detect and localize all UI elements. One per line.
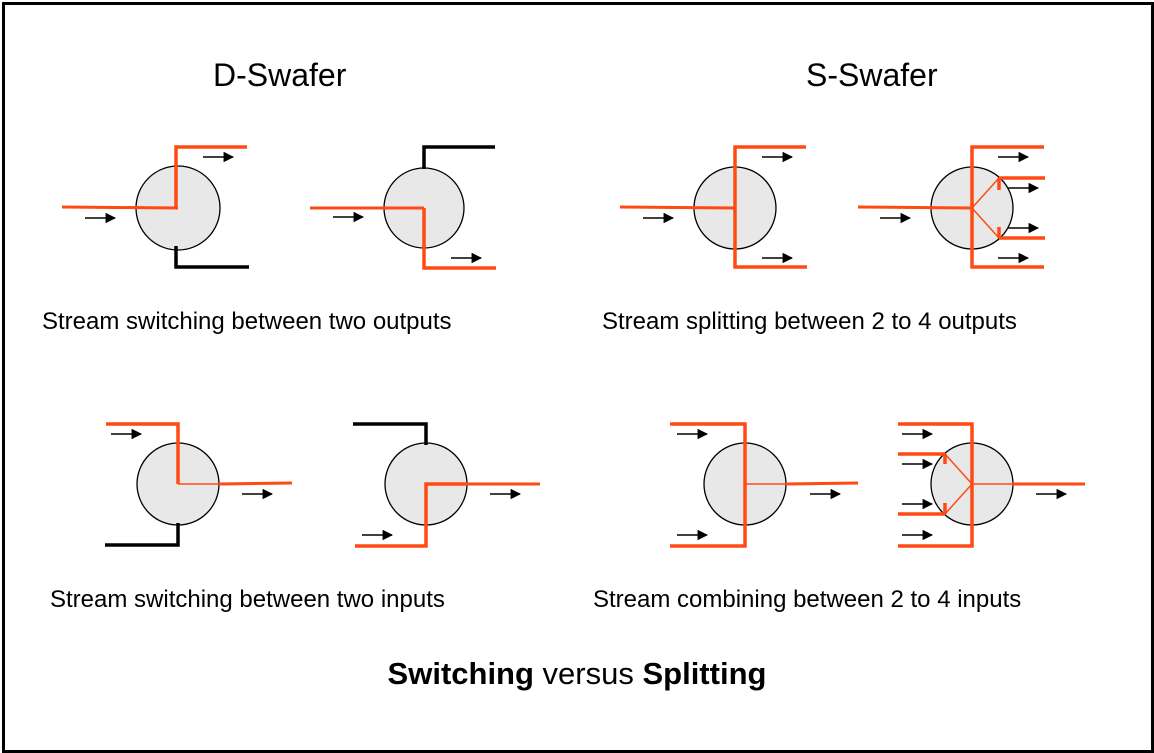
footer-switching: Switching bbox=[387, 656, 534, 691]
footer-title: Switching versus Splitting bbox=[0, 656, 1154, 692]
footer-splitting: Splitting bbox=[642, 656, 767, 691]
s-swafer-combine-two bbox=[670, 422, 859, 548]
heading-s-swafer: S-Swafer bbox=[806, 57, 938, 93]
d-swafer-output-switch-upper bbox=[61, 145, 249, 269]
caption-top-left: Stream switching between two outputs bbox=[42, 308, 452, 335]
footer-versus: versus bbox=[533, 656, 643, 691]
caption-top-right: Stream splitting between 2 to 4 outputs bbox=[602, 308, 1017, 335]
caption-bottom-left: Stream switching between two inputs bbox=[50, 586, 445, 613]
d-swafer-input-switch-lower bbox=[353, 422, 540, 548]
caption-bottom-right: Stream combining between 2 to 4 inputs bbox=[593, 586, 1022, 613]
heading-d-swafer: D-Swafer bbox=[213, 57, 347, 93]
s-swafer-combine-four bbox=[898, 422, 1085, 548]
s-swafer-split-two bbox=[619, 145, 807, 269]
d-swafer-input-switch-upper bbox=[105, 422, 293, 547]
s-swafer-split-four bbox=[857, 145, 1045, 269]
d-swafer-output-switch-lower bbox=[310, 145, 496, 270]
